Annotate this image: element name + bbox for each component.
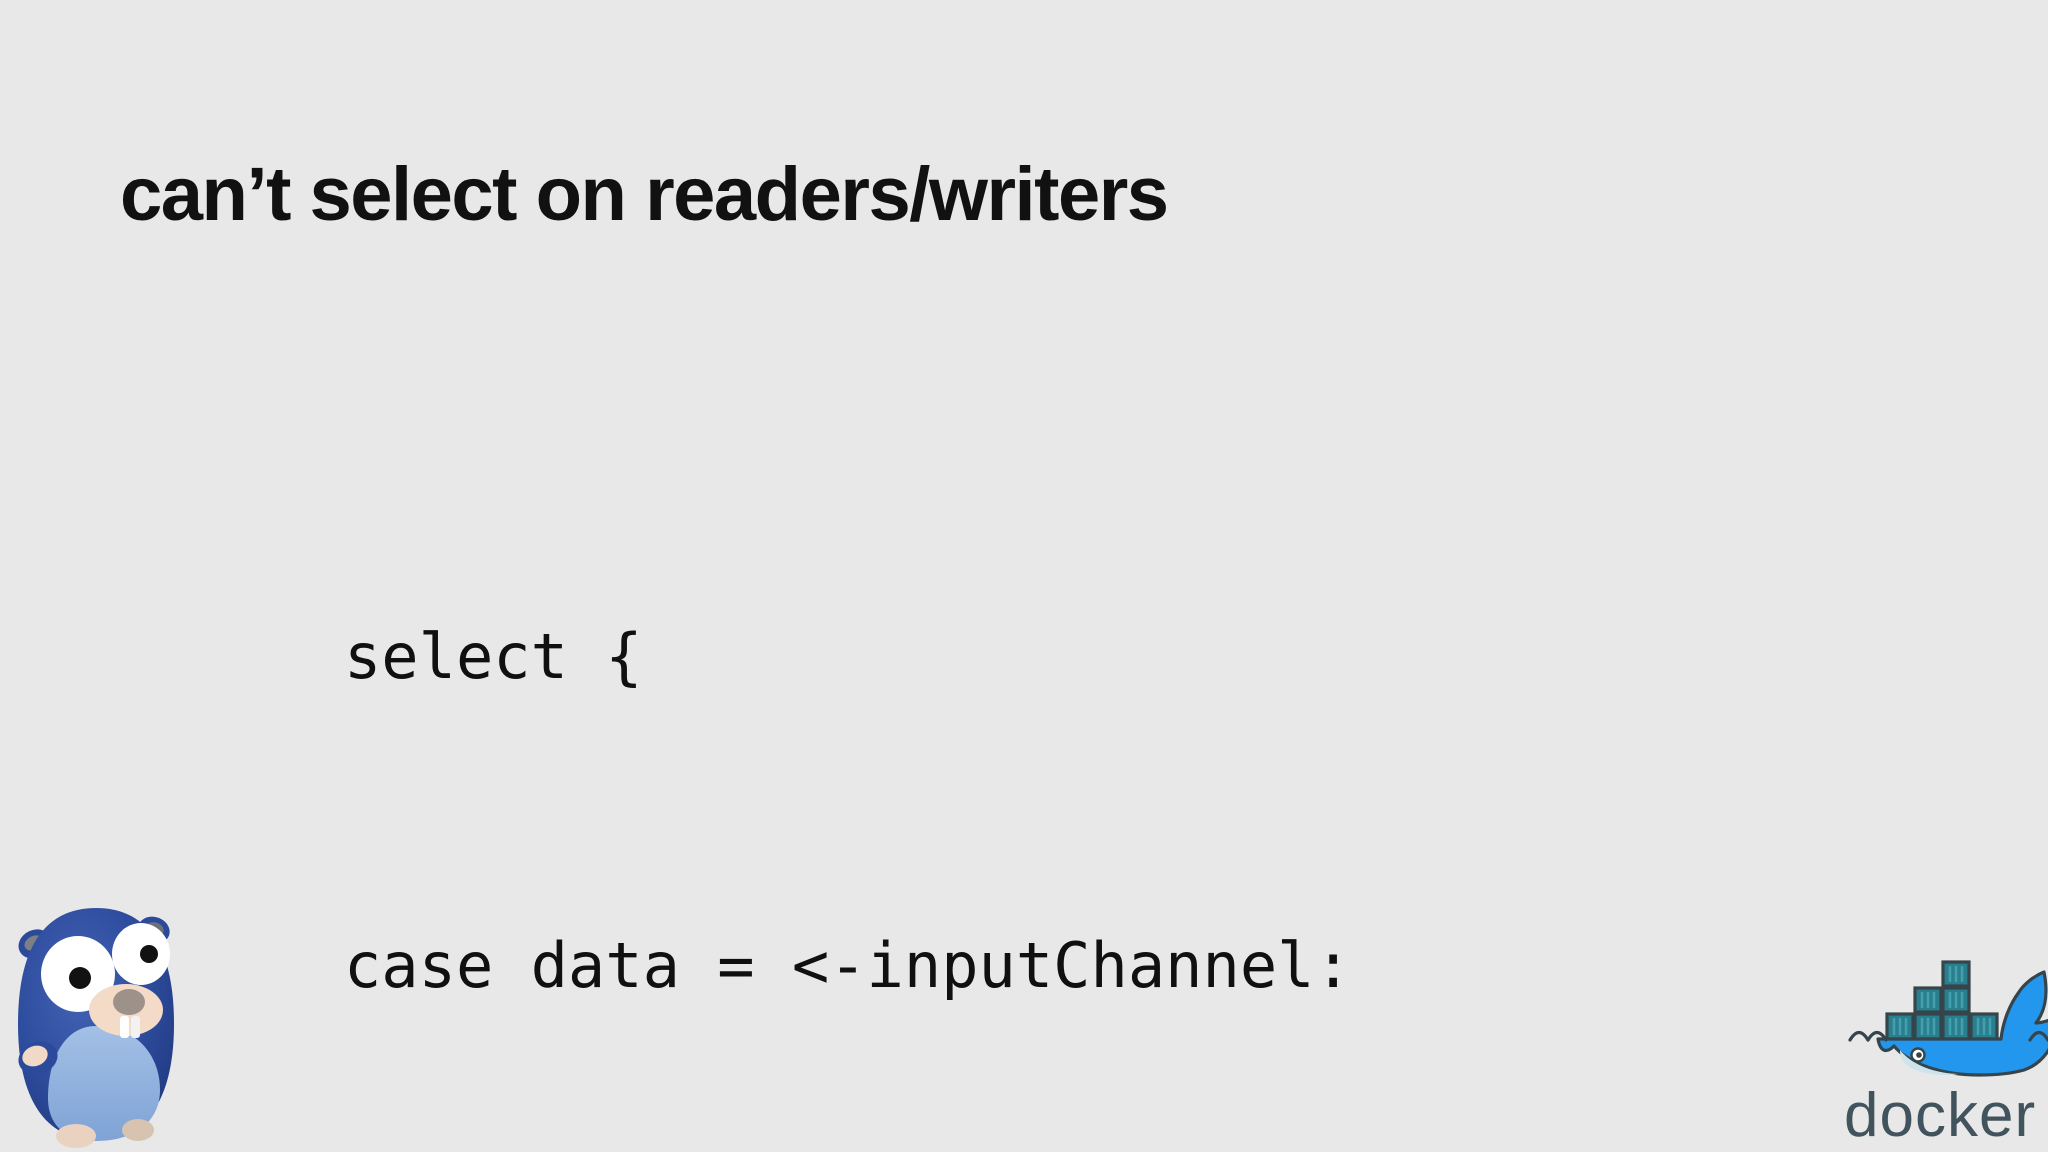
code-block: select { case data = <-inputChannel: ...…: [120, 296, 1538, 1152]
code-line: ...: [120, 1120, 1538, 1152]
code-line: select {: [120, 502, 1538, 693]
code-line-text: select {: [343, 620, 643, 693]
docker-whale-icon: [1848, 960, 2048, 1077]
go-gopher-icon: [8, 898, 184, 1152]
code-line: case data = <-inputChannel:: [120, 811, 1538, 1002]
docker-logo: docker: [1838, 918, 2048, 1152]
docker-wordmark-text: docker: [1844, 1081, 2036, 1150]
docker-wordmark: docker: [1844, 1081, 2036, 1150]
code-line-text: case data = <-inputChannel:: [343, 929, 1352, 1002]
page-title: can’t select on readers/writers: [120, 151, 1169, 237]
